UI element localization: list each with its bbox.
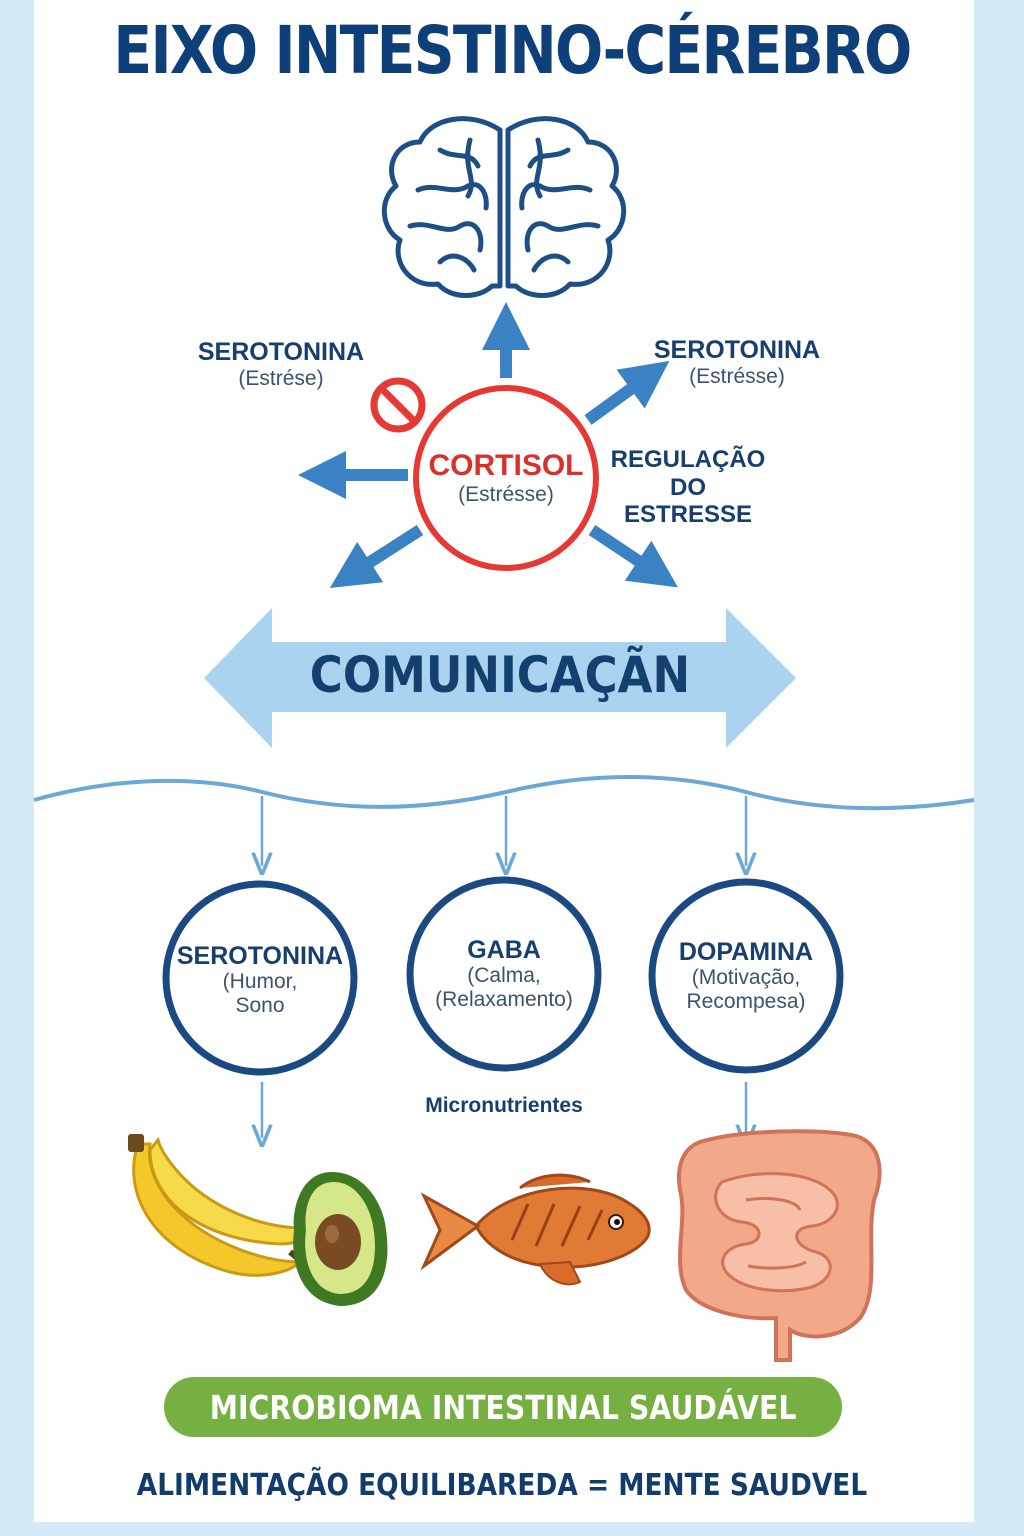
cortisol-text: CORTISOL (Estrésse) xyxy=(416,440,596,516)
microbiome-banner-text: MICROBIOMA INTESTINAL SAUDÁVEL xyxy=(209,1387,797,1427)
brain-icon xyxy=(381,116,627,298)
neurotransmitter-title: GABA xyxy=(467,935,541,964)
arrow-down-right xyxy=(588,525,678,588)
intestine-icon xyxy=(677,1129,882,1362)
cortisol-title: CORTISOL xyxy=(428,448,584,482)
neurotransmitter-title: SEROTONINA xyxy=(176,941,344,970)
banana-icon xyxy=(128,1134,314,1277)
top-right-label: SEROTONINA (Estrésse) xyxy=(652,336,822,389)
fish-icon xyxy=(420,1173,651,1286)
neurotransmitter-serotonina: SEROTONINA (Humor, Sono xyxy=(166,930,354,1030)
neurotransmitter-gaba: GABA (Calma, (Relaxamento) xyxy=(410,924,598,1024)
regulation-line1: REGULAÇÃO xyxy=(610,446,766,473)
top-left-label-title: SEROTONINA xyxy=(197,338,365,366)
neurotransmitter-line2: Sono xyxy=(235,994,285,1018)
footer-tagline: ALIMENTAÇÃO EQUILIBAREDA = MENTE SAUDVEL xyxy=(0,1468,1004,1503)
cortisol-subtitle: (Estrésse) xyxy=(458,483,554,507)
microbiome-banner: MICROBIOMA INTESTINAL SAUDÁVEL xyxy=(164,1377,842,1437)
neurotransmitter-line1: (Calma, xyxy=(467,964,541,988)
down-arrows xyxy=(262,796,746,1138)
regulation-line2: DO ESTRESSE xyxy=(623,473,753,529)
neurotransmitter-line1: (Humor, xyxy=(222,970,298,994)
neurotransmitter-title: DOPAMINA xyxy=(678,937,814,966)
gaba-circle xyxy=(406,876,602,1072)
top-right-label-title: SEROTONINA xyxy=(653,336,821,364)
micronutrients-label: Micronutrientes xyxy=(425,1094,583,1117)
neurotransmitter-dopamina: DOPAMINA (Motivação, Recompesa) xyxy=(652,926,840,1026)
arrow-up-right xyxy=(584,360,670,425)
avocado-icon xyxy=(293,1172,388,1306)
regulation-label: REGULAÇÃO DO ESTRESSE xyxy=(608,446,768,529)
cortisol-circle xyxy=(413,385,599,571)
footer-text: ALIMENTAÇÃO EQUILIBAREDA = MENTE SAUDVEL xyxy=(136,1468,868,1503)
neurotransmitter-line2: Recompesa) xyxy=(686,990,806,1014)
serotonin-circle xyxy=(162,880,358,1076)
wave-divider xyxy=(33,775,975,811)
neurotransmitter-line2: (Relaxamento) xyxy=(435,988,573,1012)
top-right-label-subtitle: (Estrésse) xyxy=(689,364,785,388)
cortisol-arrows xyxy=(298,302,678,588)
arrow-down-left xyxy=(329,524,424,588)
dopamine-circle xyxy=(648,878,844,1074)
neurotransmitter-line1: (Motivação, xyxy=(691,966,801,990)
page-title: EIXO INTESTINO-CÉREBRO xyxy=(113,12,912,89)
communication-label: COMUNICAÇÃN xyxy=(309,646,691,704)
no-symbol-icon xyxy=(370,377,426,433)
top-left-label-subtitle: (Estrése) xyxy=(238,366,324,390)
communication-arrow xyxy=(204,608,796,748)
top-left-label: SEROTONINA (Estrése) xyxy=(196,338,366,391)
